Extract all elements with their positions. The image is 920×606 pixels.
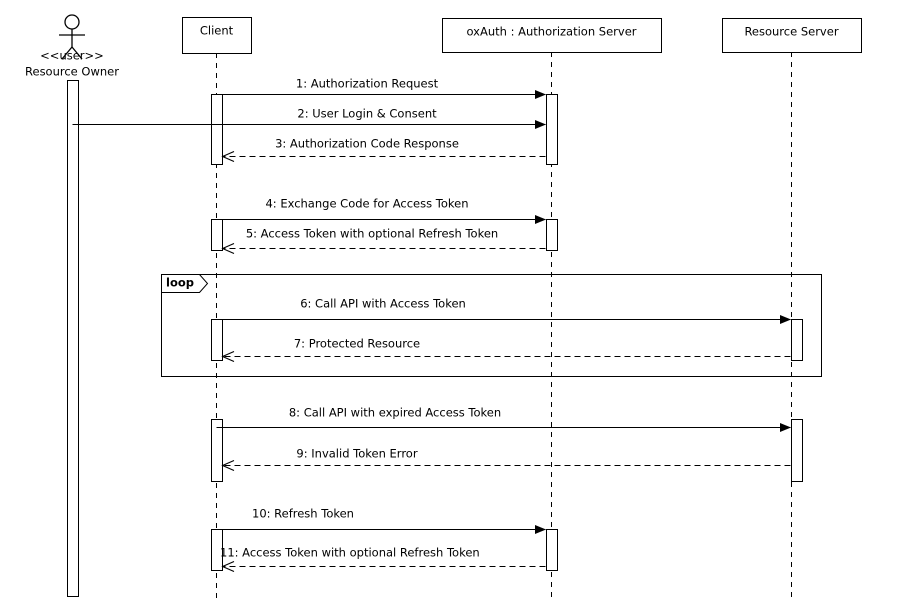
message-label-3: 3: Authorization Code Response — [275, 137, 459, 151]
activation-bar-oxauth — [546, 529, 558, 571]
message-label-9: 9: Invalid Token Error — [296, 447, 417, 461]
activation-bar-client — [211, 419, 223, 482]
fragment-border — [161, 274, 822, 377]
lifeline-layer: Client oxAuth : Authorization Server Resou… — [182, 17, 862, 601]
actor-resource-owner[interactable]: <<user>> Resource Owner — [25, 14, 119, 597]
participant-label-client: Client — [200, 24, 234, 38]
actor-activation-bar — [67, 80, 79, 597]
activation-bar-oxauth — [546, 94, 558, 165]
participant-box-client[interactable] — [182, 17, 252, 54]
fragment-operator-label: loop — [166, 276, 194, 290]
message-label-7: 7: Protected Resource — [294, 337, 420, 351]
activation-bar-resource_server — [791, 319, 803, 361]
message-label-4: 4: Exchange Code for Access Token — [265, 197, 468, 211]
message-label-5: 5: Access Token with optional Refresh To… — [246, 227, 498, 241]
message-11[interactable]: 11: Access Token with optional Refresh T… — [220, 546, 546, 567]
participant-label-resource_server: Resource Server — [744, 25, 838, 39]
participant-box-oxauth[interactable] — [442, 18, 662, 53]
actor-layer: <<user>> Resource Owner — [25, 14, 119, 597]
message-3[interactable]: 3: Authorization Code Response — [223, 137, 546, 157]
message-label-1: 1: Authorization Request — [296, 77, 439, 91]
participant-box-resource_server[interactable] — [722, 18, 862, 53]
activation-layer — [211, 94, 803, 571]
message-label-8: 8: Call API with expired Access Token — [289, 406, 501, 420]
actor-left-leg-icon — [61, 46, 73, 60]
activation-bar-client — [211, 319, 223, 361]
loop-fragment: loop — [161, 274, 822, 377]
actor-right-leg-icon — [71, 46, 83, 60]
participant-oxauth[interactable]: oxAuth : Authorization Server — [442, 18, 662, 601]
message-label-2: 2: User Login & Consent — [297, 107, 437, 121]
activation-bar-resource_server — [791, 419, 803, 482]
activation-bar-oxauth — [546, 219, 558, 251]
message-8[interactable]: 8: Call API with expired Access Token — [216, 406, 791, 432]
message-9[interactable]: 9: Invalid Token Error — [223, 447, 791, 466]
message-10[interactable]: 10: Refresh Token — [216, 507, 546, 534]
message-label-11: 11: Access Token with optional Refresh T… — [220, 546, 480, 560]
actor-head-icon — [64, 14, 80, 30]
participant-label-oxauth: oxAuth : Authorization Server — [466, 25, 636, 39]
activation-bar-client — [211, 219, 223, 251]
message-7[interactable]: 7: Protected Resource — [223, 337, 791, 357]
message-label-10: 10: Refresh Token — [252, 507, 354, 521]
message-5[interactable]: 5: Access Token with optional Refresh To… — [223, 227, 546, 249]
message-6[interactable]: 6: Call API with Access Token — [216, 297, 791, 324]
message-1[interactable]: 1: Authorization Request — [216, 77, 546, 99]
actor-stereotype: <<user>> — [40, 49, 104, 63]
message-label-6: 6: Call API with Access Token — [300, 297, 466, 311]
message-2[interactable]: 2: User Login & Consent — [72, 107, 546, 129]
message-4[interactable]: 4: Exchange Code for Access Token — [216, 197, 546, 224]
activation-bar-client — [211, 94, 223, 165]
fragment-layer: loop — [161, 274, 822, 377]
participant-resource_server[interactable]: Resource Server — [722, 18, 862, 601]
fragment-tab — [161, 274, 209, 293]
message-layer: 1: Authorization Request 2: User Login & … — [72, 77, 791, 567]
actor-name-label: Resource Owner — [25, 65, 119, 79]
